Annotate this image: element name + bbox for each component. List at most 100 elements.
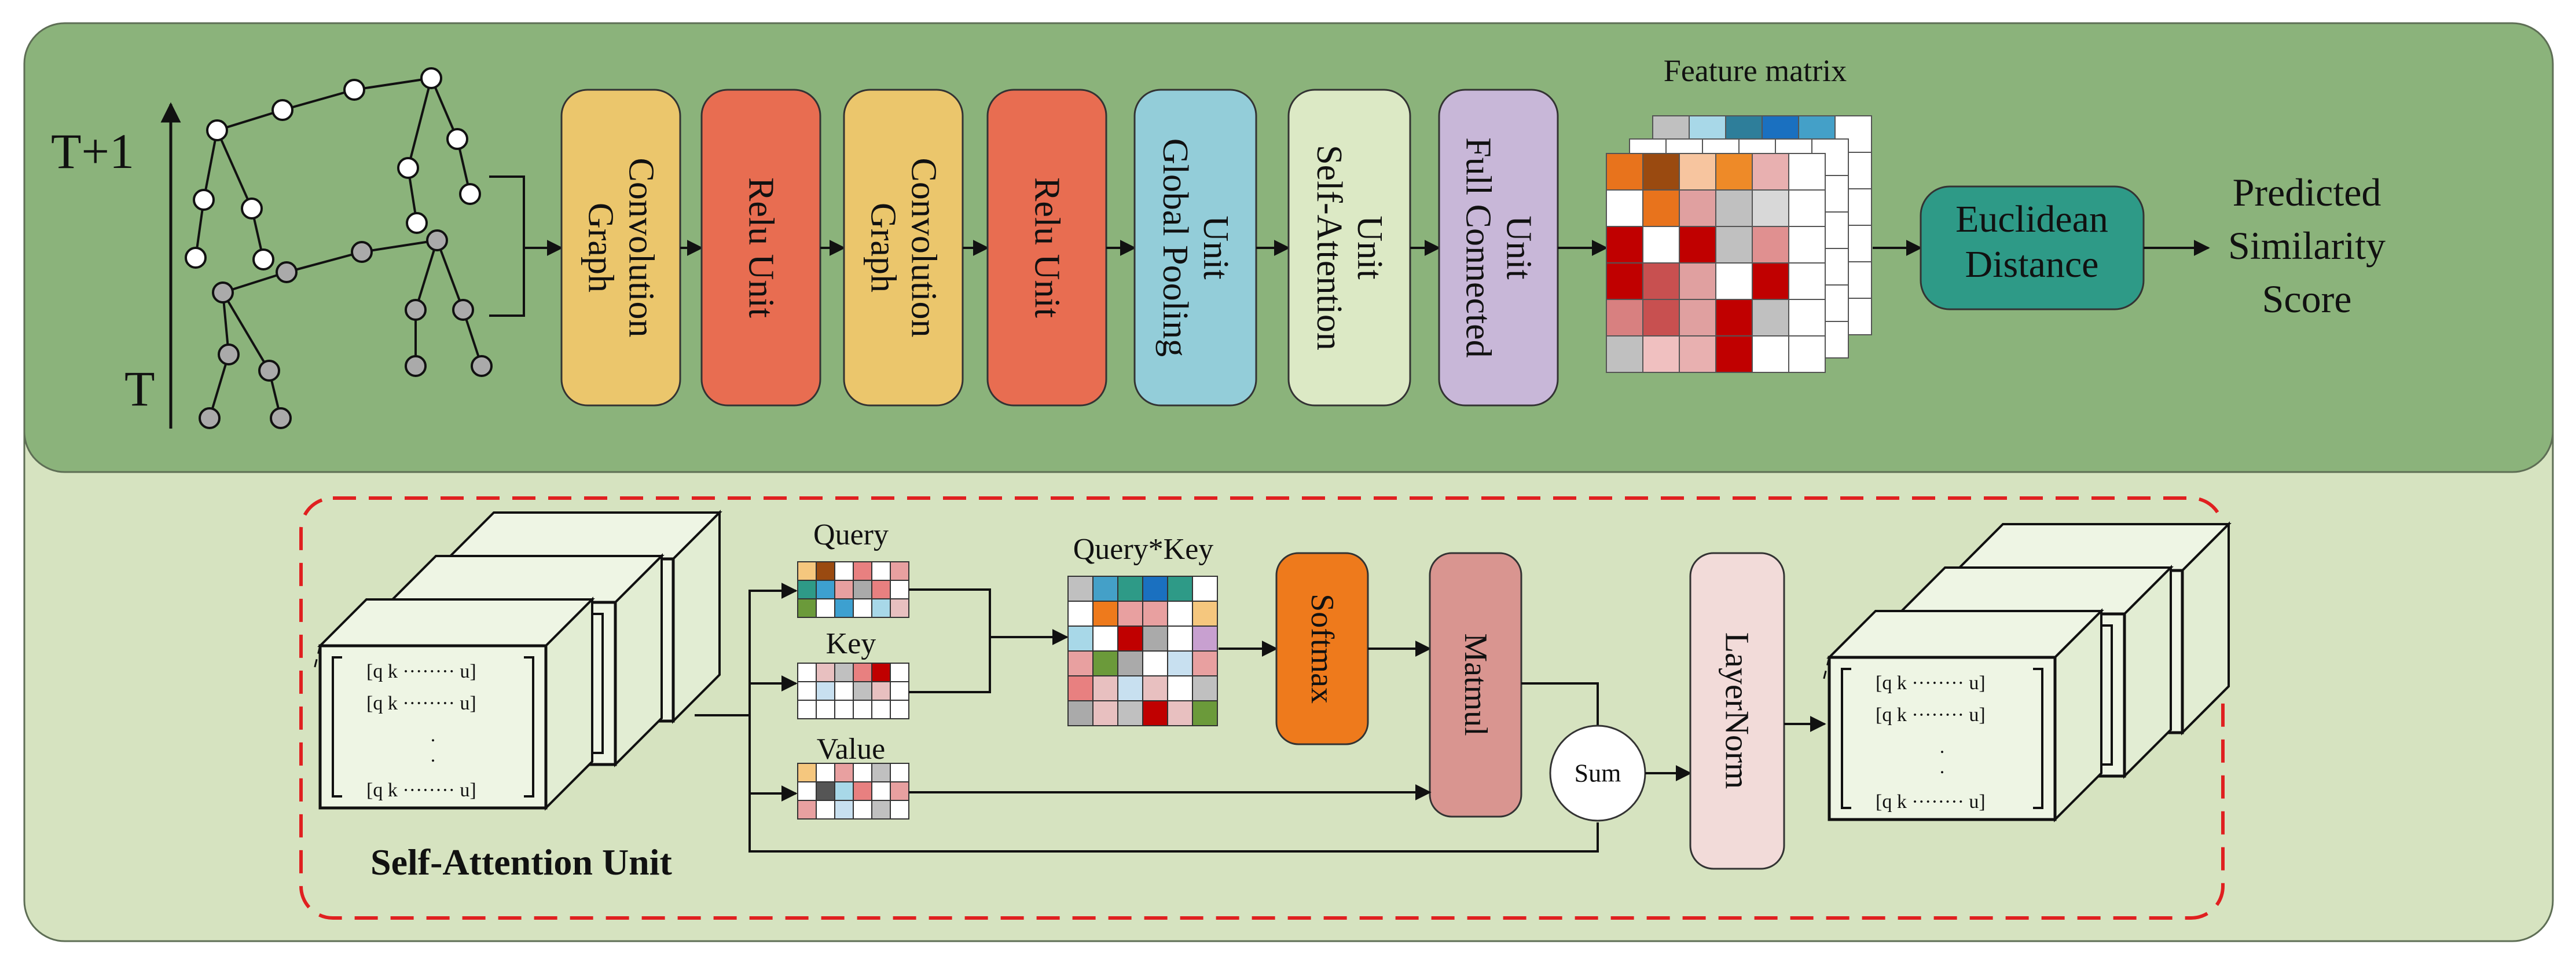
matrix-front-cell (1679, 262, 1716, 300)
global-pooling-unit-box (1133, 89, 1257, 407)
key-matrix-cell (890, 663, 909, 682)
value-matrix-cell (890, 781, 909, 801)
value-matrix-cell (871, 763, 891, 782)
skeleton-node-top (420, 67, 442, 89)
query-key-matrix-cell (1192, 576, 1218, 602)
query-key-matrix-cell (1092, 626, 1118, 652)
query-matrix-cell (834, 561, 854, 581)
global-pooling-unit-label: Unit (1196, 215, 1235, 279)
skeleton-edge-top (216, 130, 253, 209)
query-key-matrix-cell (1117, 601, 1143, 627)
matrix-front-cell (1642, 262, 1680, 300)
key-matrix-cell (890, 700, 909, 719)
matrix-front-cell (1752, 153, 1789, 191)
skeleton-node-bottom (258, 360, 280, 382)
matrix-front-cell (1606, 262, 1643, 300)
value-matrix-cell (890, 800, 909, 820)
value-matrix-cell (797, 800, 817, 820)
output-stack-dot: . (1940, 736, 1945, 758)
key-matrix-cell (853, 663, 872, 682)
query-matrix-cell (834, 598, 854, 618)
skeleton-node-bottom (199, 407, 221, 429)
matrix-front-cell (1679, 335, 1716, 373)
self-attention-unit-label: Self-Attention (1309, 145, 1349, 350)
skeleton-node-top (343, 79, 365, 101)
query-key-matrix-cell (1142, 626, 1168, 652)
value-matrix-cell (797, 781, 817, 801)
value-matrix-cell (816, 781, 835, 801)
output-stack-row: [q k ········ u] (1876, 791, 1986, 813)
query-key-matrix-cell (1167, 576, 1193, 602)
matrix-front-cell (1788, 299, 1826, 336)
key-matrix-cell (834, 681, 854, 701)
query-matrix-cell (797, 580, 817, 599)
to-query-arrow (748, 583, 798, 715)
input-stack-sheet: [q k ········ u][q k ········ u]..[q k ·… (313, 597, 595, 811)
skeleton-node-bottom (351, 241, 373, 263)
output-stack-bracket-right (2102, 624, 2113, 766)
value-label: Value (817, 733, 885, 766)
matrix-front-cell (1715, 226, 1753, 264)
skeleton-node-top (206, 119, 228, 141)
skeleton-node-bottom (471, 355, 493, 377)
query-matrix-cell (816, 561, 835, 581)
query-matrix-cell (797, 561, 817, 581)
key-matrix-cell (871, 681, 891, 701)
skeleton-node-top (252, 248, 274, 270)
output-stack-row: [q k ········ u] (1876, 704, 1986, 726)
query-key-matrix-cell (1167, 700, 1193, 726)
key-matrix-cell (871, 663, 891, 682)
query-key-matrix-cell (1067, 650, 1093, 676)
query-key-matrix-cell (1142, 675, 1168, 701)
query-key-matrix-cell (1192, 626, 1218, 652)
query-key-matrix-cell (1067, 626, 1093, 652)
query-matrix-cell (834, 580, 854, 599)
skeleton-node-top (241, 197, 263, 220)
query-label: Query (813, 518, 889, 551)
matrix-front-cell (1679, 226, 1716, 264)
query-matrix-cell (890, 561, 909, 581)
attention-detail: [q k ········ u]u][q k ········ u]u][q k… (313, 510, 2232, 870)
value-matrix-cell (834, 781, 854, 801)
key-matrix-cell (853, 681, 872, 701)
query-key-matrix-cell (1092, 700, 1118, 726)
value-matrix-cell (890, 763, 909, 782)
skeleton-edge-bottom (414, 240, 438, 310)
matrix-front-cell (1752, 226, 1789, 264)
predicted-score-label: Score (2262, 277, 2352, 321)
key-matrix-cell (834, 700, 854, 719)
matrix-front-cell (1606, 226, 1643, 264)
self-attention-unit-label: Unit (1350, 215, 1389, 279)
graph-convolution-1-label: Graph (581, 203, 621, 292)
input-stack-bracket-right (524, 656, 534, 798)
skeleton-bracket (489, 175, 525, 317)
full-connected-unit-label: Full Connected (1459, 137, 1498, 358)
skeleton-edge-top (216, 109, 283, 131)
query-key-matrix-cell (1092, 576, 1118, 602)
query-matrix-cell (890, 580, 909, 599)
matmul-box (1429, 552, 1522, 818)
skeleton-edge-bottom (222, 271, 287, 294)
input-stack-dash (313, 645, 321, 670)
skeleton-edge-bottom (208, 354, 230, 419)
value-matrix-cell (834, 800, 854, 820)
full-connected-unit-box (1438, 89, 1559, 407)
skeleton-edge-top (407, 78, 432, 169)
skeleton-node-bottom (276, 261, 298, 283)
matrix-front-cell (1752, 262, 1789, 300)
query-key-label: Query*Key (1073, 533, 1214, 566)
query-to-qk-line (909, 588, 991, 637)
layernorm-label: LayerNorm (1719, 632, 1756, 789)
graph-convolution-2-label: Convolution (904, 158, 944, 337)
value-matrix-cell (871, 781, 891, 801)
predicted-score-label: Similarity (2228, 224, 2386, 268)
skeleton-edge-top (354, 77, 432, 91)
output-stack-sheet: [q k ········ u][q k ········ u]..[q k ·… (1822, 608, 2104, 822)
query-matrix-cell (871, 561, 891, 581)
self-attention-dashed-box (299, 496, 2225, 920)
skeleton-edge-top (430, 78, 458, 140)
time-label-top: T+1 (51, 123, 134, 179)
matrix-front-cell (1788, 226, 1826, 264)
